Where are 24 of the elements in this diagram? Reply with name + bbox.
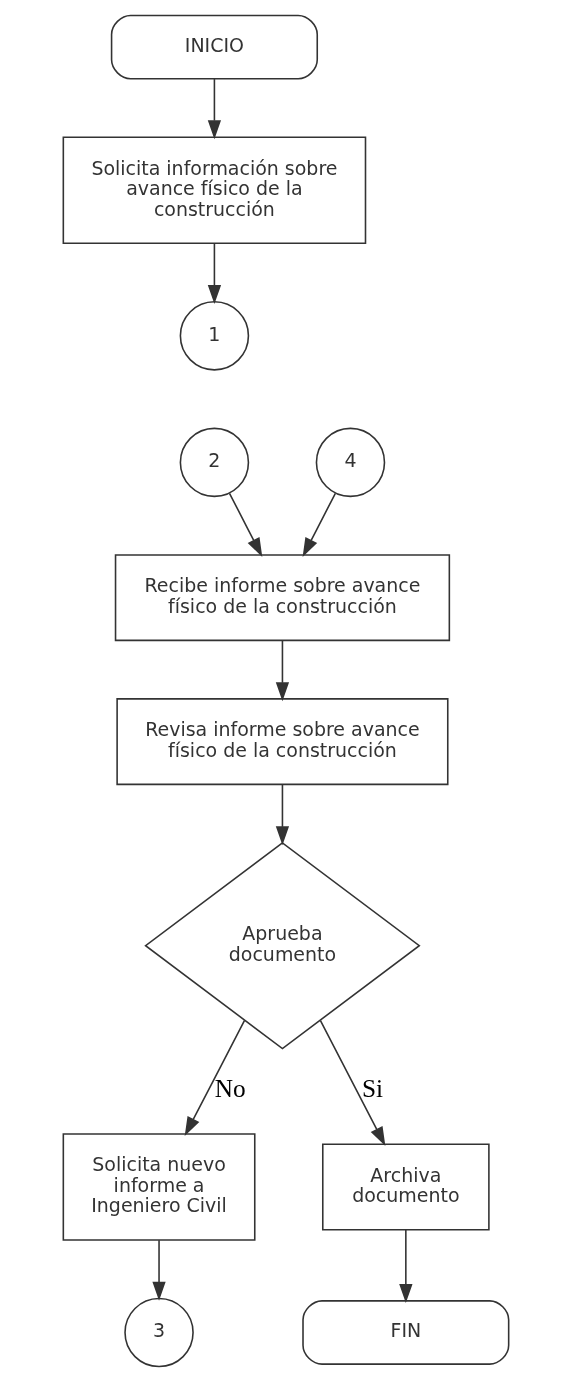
- node-circle: 3: [123, 1297, 194, 1368]
- arrow: [228, 492, 262, 557]
- node-circle: 4: [315, 427, 385, 498]
- node-box: FIN: [301, 1300, 509, 1365]
- arrow: [207, 242, 221, 305]
- edge-label: Si: [361, 1074, 383, 1103]
- node-box: Solicita nuevo informe a Ingeniero Civil: [62, 1133, 256, 1241]
- node-circle: 2: [179, 427, 249, 498]
- arrow: [184, 1019, 245, 1136]
- arrow: [275, 639, 289, 702]
- node-diamond: Aprueba documento: [143, 841, 421, 1050]
- arrow: [319, 1019, 385, 1146]
- node-box: Archiva documento: [321, 1143, 490, 1231]
- node-box: INICIO: [110, 14, 318, 80]
- node-circle: 1: [179, 301, 249, 371]
- arrow: [151, 1239, 166, 1301]
- arrow: [275, 783, 289, 846]
- node-box: Recibe informe sobre avance físico de la construcción: [114, 554, 450, 642]
- arrow: [302, 492, 336, 557]
- arrow: [207, 78, 221, 140]
- node-box: Solicita información sobre avance físico de la construcción: [62, 136, 366, 245]
- node-box: Revisa informe sobre avance físico de la construcción: [115, 698, 449, 786]
- arrow: [398, 1228, 412, 1304]
- edge-label: No: [214, 1074, 246, 1103]
